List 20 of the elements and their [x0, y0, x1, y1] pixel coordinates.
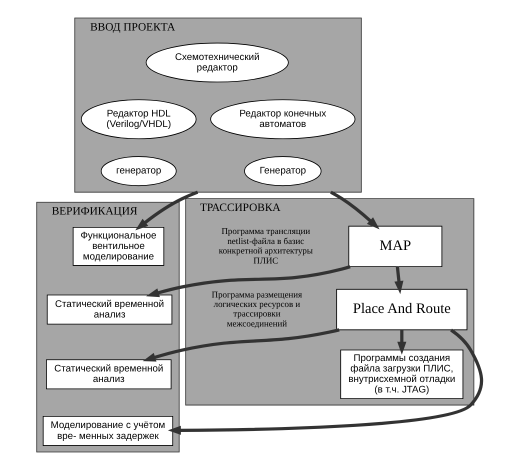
arrow: [146, 265, 351, 298]
node-box: Моделирование с учётом вре- менных задержек: [42, 416, 174, 446]
node-box: Функциональное вентильное моделирование: [72, 226, 164, 266]
node-box: Place And Route: [336, 288, 468, 330]
node-ellipse: Генератор: [244, 156, 322, 186]
node-box: Статический временной анализ: [46, 294, 172, 325]
arrow: [142, 328, 340, 362]
node-ellipse: Схемотехнический редактор: [146, 42, 289, 82]
node-ellipse: Редактор HDL (Verilog/VHDL): [80, 99, 197, 140]
node-box: Статический временной анализ: [46, 359, 172, 390]
node-ellipse: Редактор конечных автоматов: [210, 99, 356, 140]
arrow: [397, 330, 406, 355]
arrow: [394, 266, 404, 294]
node-label: Программа трансляции netlist-файла в базис конкретной архитектуры ПЛИС: [218, 226, 313, 266]
node-box: Программы создания файла загрузки ПЛИС, внутрисхемной отладки (в т.ч. JTAG): [340, 350, 464, 399]
arrow: [330, 190, 380, 230]
node-label: Программа размещения логических ресурсов и трассировки межсоединений: [212, 289, 302, 328]
arrow: [168, 328, 484, 435]
node-box: MAP: [348, 226, 442, 268]
node-ellipse: генератор: [100, 156, 177, 186]
